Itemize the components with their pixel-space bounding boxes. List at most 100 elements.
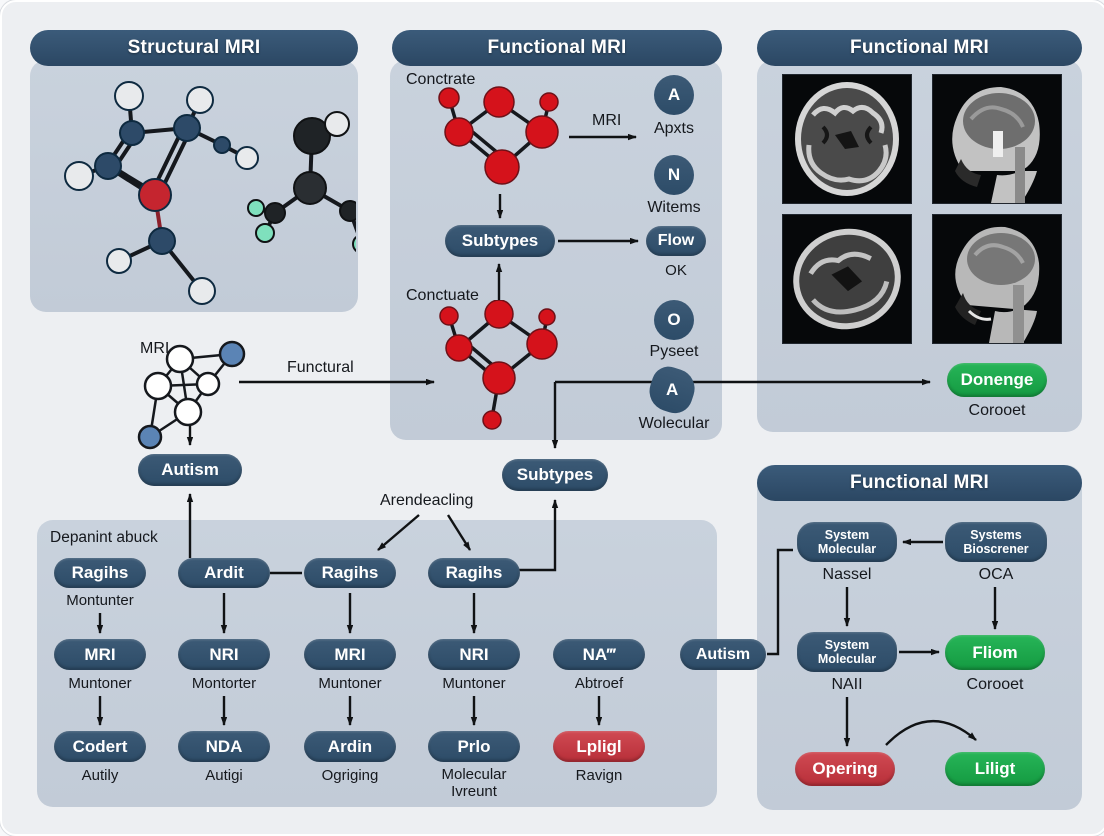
node-ragihs-2[interactable]: Ragihs	[304, 558, 396, 588]
node-mri-2-label: MRI	[334, 644, 366, 664]
caption-molecular-ivreunt: Molecular Ivreunt	[441, 766, 507, 800]
subtypes-node-top-label: Subtypes	[461, 231, 539, 250]
header-functional-mri-right: Functional MRI	[757, 30, 1082, 66]
node-nri-1-label: NRI	[209, 644, 239, 664]
autism-node-bottom-label: Autism	[695, 645, 751, 663]
header-functional-mri-bottom-right: Functional MRI	[757, 465, 1082, 501]
node-ardin[interactable]: Ardin	[304, 731, 396, 762]
subtypes-node-top[interactable]: Subtypes	[445, 225, 555, 257]
flow-node[interactable]: Flow	[646, 226, 706, 256]
node-nda[interactable]: NDA	[178, 731, 270, 762]
donenge-button[interactable]: Donenge	[947, 363, 1047, 397]
node-a-letter: A	[667, 85, 681, 104]
header-structural-mri: Structural MRI	[30, 30, 358, 66]
node-o-circle[interactable]: O	[654, 300, 694, 340]
node-prlo-label: Prlo	[457, 736, 491, 756]
node-o-letter: O	[667, 310, 681, 329]
node-n-circle[interactable]: N	[654, 155, 694, 195]
red-molecule-top-illustration	[438, 86, 559, 185]
autism-node-bottom[interactable]: Autism	[680, 639, 766, 670]
header-functional-mri-bottom-right-label: Functional MRI	[850, 472, 989, 493]
brain-mri-sagittal-image-2	[932, 214, 1062, 344]
caption-oca: OCA	[978, 566, 1014, 583]
arendeacling-label: Arendeacling	[380, 492, 474, 509]
node-codert[interactable]: Codert	[54, 731, 146, 762]
functural-arrow-label: Functural	[287, 359, 354, 376]
node-mri-1-label: MRI	[84, 644, 116, 664]
node-ragihs-3[interactable]: Ragihs	[428, 558, 520, 588]
caption-montorter: Montorter	[191, 675, 257, 692]
network-molecule-illustration	[137, 340, 246, 450]
node-system-molecular-mid[interactable]: System Molecular	[797, 632, 897, 672]
red-molecule-bottom-illustration	[439, 300, 558, 430]
caption-montunter: Montunter	[66, 592, 134, 609]
autism-node-top-label: Autism	[161, 460, 219, 479]
node-ardit-label: Ardit	[204, 563, 244, 582]
node-n-letter: N	[667, 165, 681, 184]
node-nda-label: NDA	[205, 736, 243, 756]
node-na-label: NA‴	[582, 644, 616, 664]
wireframe-mri-label: MRI	[140, 340, 170, 357]
caption-corooet-2: Corooet	[966, 676, 1024, 693]
node-a-caption: Apxts	[653, 120, 694, 137]
node-codert-label: Codert	[72, 736, 128, 756]
caption-autily: Autily	[81, 767, 119, 784]
header-functional-mri-top: Functional MRI	[392, 30, 722, 66]
node-a2-letter: A	[665, 380, 679, 399]
node-nri-1[interactable]: NRI	[178, 639, 270, 670]
node-mri-1[interactable]: MRI	[54, 639, 146, 670]
node-ragihs-1[interactable]: Ragihs	[54, 558, 146, 588]
node-n-caption: Witems	[647, 199, 701, 216]
node-system-molecular-top[interactable]: System Molecular	[797, 522, 897, 562]
node-ardin-label: Ardin	[327, 736, 373, 756]
donenge-caption: Corooet	[968, 402, 1026, 419]
donenge-button-label: Donenge	[960, 370, 1034, 389]
node-lpligl-label: Lpligl	[576, 736, 622, 756]
node-o-caption: Pyseet	[649, 343, 699, 360]
caption-ravign: Ravign	[575, 767, 623, 784]
node-lpligl[interactable]: Lpligl	[553, 731, 645, 762]
node-a-circle[interactable]: A	[654, 75, 694, 115]
ball-stick-molecule-illustration	[64, 81, 356, 305]
brain-mri-sagittal-image-1	[932, 74, 1062, 204]
brain-mri-axial-image-2	[782, 214, 912, 344]
node-ragihs-3-label: Ragihs	[445, 563, 503, 582]
caption-ogriging: Ogriging	[321, 767, 379, 784]
caption-muntoner-1: Muntoner	[68, 675, 132, 692]
fliom-button[interactable]: Fliom	[945, 635, 1045, 670]
caption-muntoner-3: Muntoner	[442, 675, 506, 692]
node-ragihs-2-label: Ragihs	[321, 563, 379, 582]
caption-nassel: Nassel	[822, 566, 872, 583]
node-system-molecular-mid-label: System Molecular	[817, 637, 877, 666]
subtypes-node-mid-label: Subtypes	[516, 465, 594, 484]
node-a2-caption: Wolecular	[638, 415, 710, 432]
opering-button[interactable]: Opering	[795, 752, 895, 786]
node-ardit[interactable]: Ardit	[178, 558, 270, 588]
liligt-button-label: Liligt	[974, 759, 1016, 778]
flow-node-label: Flow	[657, 232, 695, 249]
liligt-button[interactable]: Liligt	[945, 752, 1045, 786]
node-mri-2[interactable]: MRI	[304, 639, 396, 670]
autism-node-top[interactable]: Autism	[138, 454, 242, 486]
node-na[interactable]: NA‴	[553, 639, 645, 670]
ok-label: OK	[665, 262, 687, 279]
opering-button-label: Opering	[812, 759, 878, 778]
node-systems-bioscrener-label: Systems Bioscrener	[963, 527, 1029, 556]
node-nri-2[interactable]: NRI	[428, 639, 520, 670]
header-structural-mri-label: Structural MRI	[127, 37, 261, 58]
caption-autigi: Autigi	[205, 767, 243, 784]
molecule-bottom-label: Conctuate	[406, 287, 479, 304]
node-system-molecular-top-label: System Molecular	[817, 527, 877, 556]
brain-mri-axial-image-1	[782, 74, 912, 204]
header-functional-mri-right-label: Functional MRI	[850, 37, 989, 58]
caption-naii: NAII	[831, 676, 863, 693]
node-prlo[interactable]: Prlo	[428, 731, 520, 762]
subtypes-node-mid[interactable]: Subtypes	[502, 459, 608, 491]
node-ragihs-1-label: Ragihs	[71, 563, 129, 582]
node-systems-bioscrener[interactable]: Systems Bioscrener	[945, 522, 1047, 562]
molecule-top-label: Conctrate	[406, 71, 476, 88]
header-functional-mri-top-label: Functional MRI	[487, 37, 627, 58]
mri-arrow-label: MRI	[592, 112, 622, 129]
fliom-button-label: Fliom	[972, 642, 1018, 662]
bottom-left-panel-title: Depanint abuck	[50, 529, 158, 546]
